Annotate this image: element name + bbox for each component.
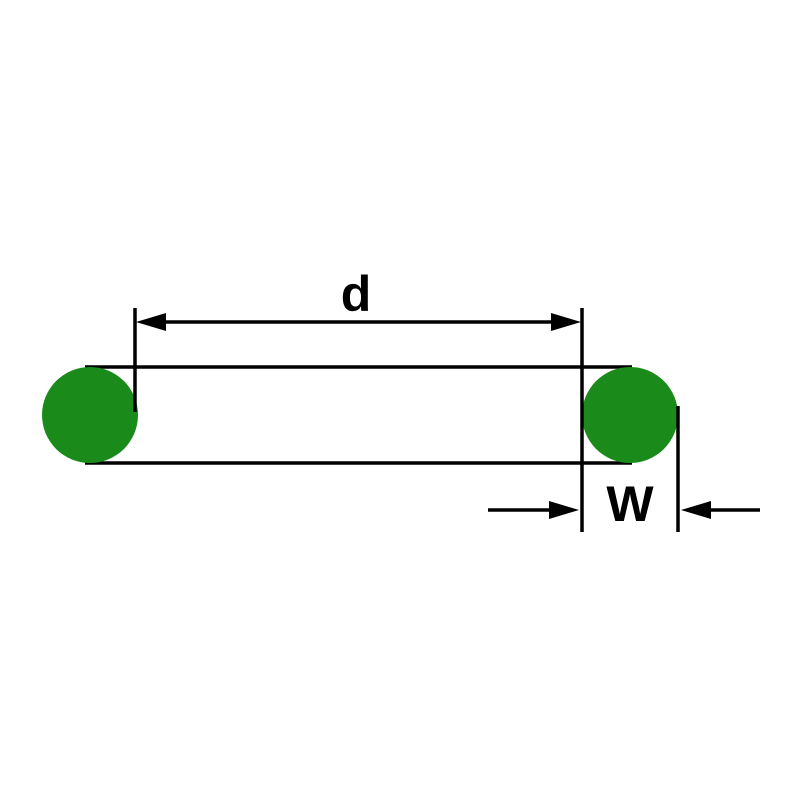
ring-cross-section-left [42, 367, 138, 463]
diameter-dimension [136, 313, 581, 331]
diameter-arrowhead-right [551, 313, 581, 331]
diameter-arrowhead-left [136, 313, 166, 331]
diameter-label: d [341, 266, 372, 322]
width-arrowhead-right [681, 501, 711, 519]
width-label: W [606, 476, 654, 532]
width-arrowhead-left [549, 501, 579, 519]
width-dimension [488, 501, 760, 519]
ring-cross-section-right [582, 367, 678, 463]
